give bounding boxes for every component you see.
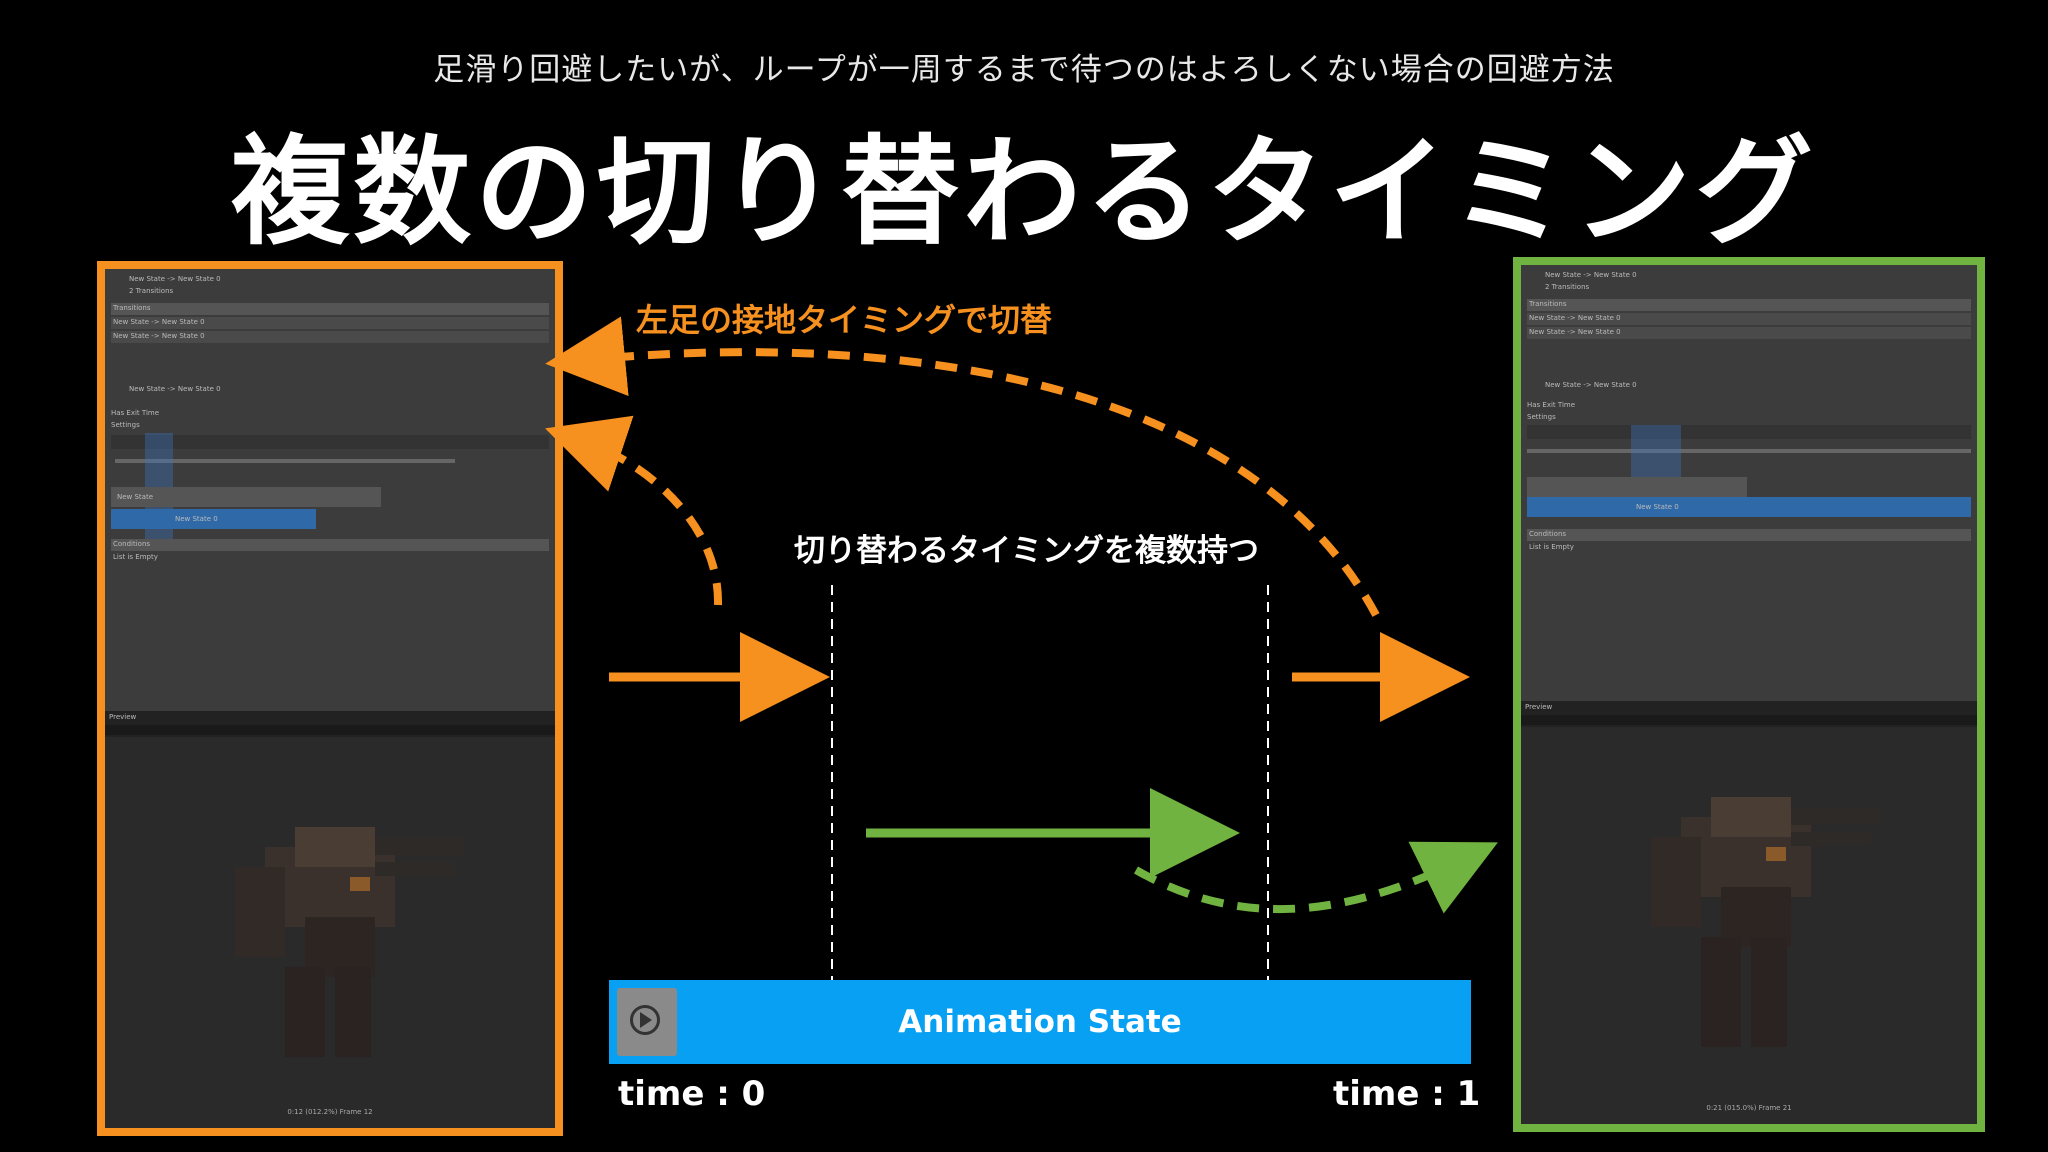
slide-title: 複数の切り替わるタイミング — [230, 123, 1817, 261]
robot-image — [235, 827, 465, 1057]
orange-curve-large — [545, 316, 1380, 617]
left-transition-2[interactable]: New State -> New State 0 — [113, 332, 205, 340]
right-detail-header: New State -> New State 0 — [1545, 381, 1637, 389]
right-preview-bar: Preview — [1521, 701, 1977, 727]
multiple-timing-label: 切り替わるタイミングを複数持つ — [794, 533, 1259, 569]
right-timeline-ruler — [1527, 425, 1971, 439]
right-state-a-bar — [1527, 477, 1747, 497]
animation-state-label: Animation State — [898, 1004, 1182, 1040]
animation-state-bar: Animation State — [609, 980, 1471, 1064]
left-state-a-bar — [111, 487, 381, 507]
right-preview-label: Preview — [1525, 703, 1553, 711]
time-start-label: time : 0 — [618, 1074, 766, 1114]
left-state-b-label: New State 0 — [175, 515, 218, 523]
robot-image — [1651, 797, 1881, 1047]
left-list-empty: List is Empty — [113, 553, 158, 561]
left-has-exit-time: Has Exit Time — [111, 409, 160, 417]
right-inspector-header: New State -> New State 0 — [1545, 271, 1637, 279]
right-3d-preview: 0:21 (015.0%) Frame 21 — [1521, 727, 1977, 1124]
left-foot-timing-label: 左足の接地タイミングで切替 — [636, 301, 1053, 339]
left-inspector-header: New State -> New State 0 — [129, 275, 221, 283]
play-icon — [640, 1012, 652, 1028]
time-end-label: time : 1 — [1333, 1074, 1481, 1114]
left-state-b-bar — [111, 509, 316, 529]
left-detail-header: New State -> New State 0 — [129, 385, 221, 393]
play-circle — [630, 1005, 660, 1035]
left-screenshot-panel: New State -> New State 0 2 Transitions T… — [97, 261, 563, 1136]
left-transitions-title: Transitions — [113, 304, 151, 312]
left-preview-label: Preview — [109, 713, 137, 721]
left-state-a-label: New State — [117, 493, 154, 501]
left-frame-readout: 0:12 (012.2%) Frame 12 — [287, 1108, 373, 1116]
left-transitions-count: 2 Transitions — [129, 287, 174, 295]
right-transition-inspector: New State -> New State 0 2 Transitions T… — [1521, 265, 1977, 715]
right-conditions: Conditions — [1529, 530, 1567, 538]
left-transition-inspector: New State -> New State 0 2 Transitions T… — [105, 269, 555, 719]
right-state-b-bar — [1527, 497, 1971, 517]
orange-curve-small — [545, 415, 723, 606]
left-timeline-ruler — [111, 435, 549, 449]
right-screenshot-panel: New State -> New State 0 2 Transitions T… — [1513, 257, 1985, 1132]
play-button[interactable] — [617, 988, 677, 1056]
left-settings: Settings — [111, 421, 140, 429]
right-state-b-label: New State 0 — [1636, 503, 1679, 511]
slide-subtitle: 足滑り回避したいが、ループが一周するまで待つのはよろしくない場合の回避方法 — [433, 52, 1615, 88]
right-transitions-title: Transitions — [1529, 300, 1567, 308]
left-conditions: Conditions — [113, 540, 151, 548]
right-has-exit-time: Has Exit Time — [1527, 401, 1576, 409]
right-frame-readout: 0:21 (015.0%) Frame 21 — [1706, 1104, 1792, 1112]
left-transition-1[interactable]: New State -> New State 0 — [113, 318, 205, 326]
right-transitions-count: 2 Transitions — [1545, 283, 1590, 291]
left-preview-bar: Preview — [105, 711, 555, 737]
right-transition-1[interactable]: New State -> New State 0 — [1529, 314, 1621, 322]
green-curve — [1134, 841, 1498, 914]
right-settings: Settings — [1527, 413, 1556, 421]
left-3d-preview: 0:12 (012.2%) Frame 12 — [105, 737, 555, 1128]
right-list-empty: List is Empty — [1529, 543, 1574, 551]
right-transition-2[interactable]: New State -> New State 0 — [1529, 328, 1621, 336]
